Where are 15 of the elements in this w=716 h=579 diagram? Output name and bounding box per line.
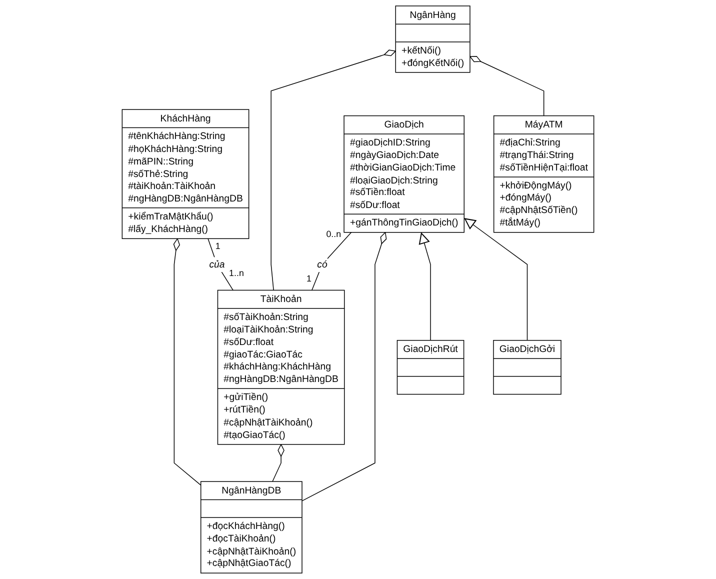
connector	[208, 238, 234, 291]
connector	[270, 50, 396, 291]
connector	[173, 238, 202, 486]
connector	[272, 444, 284, 482]
connector	[470, 56, 544, 116]
multiplicity-label: 1	[215, 240, 220, 251]
multiplicity-label: 1..n	[229, 268, 244, 278]
arrow	[418, 232, 431, 341]
connector	[302, 232, 387, 502]
edge-label: có	[317, 258, 328, 270]
multiplicity-label: 1	[306, 273, 312, 284]
arrow	[464, 218, 528, 341]
edge-label: của	[209, 258, 225, 270]
multiplicity-label: 0..n	[326, 229, 342, 240]
connector	[312, 232, 352, 291]
